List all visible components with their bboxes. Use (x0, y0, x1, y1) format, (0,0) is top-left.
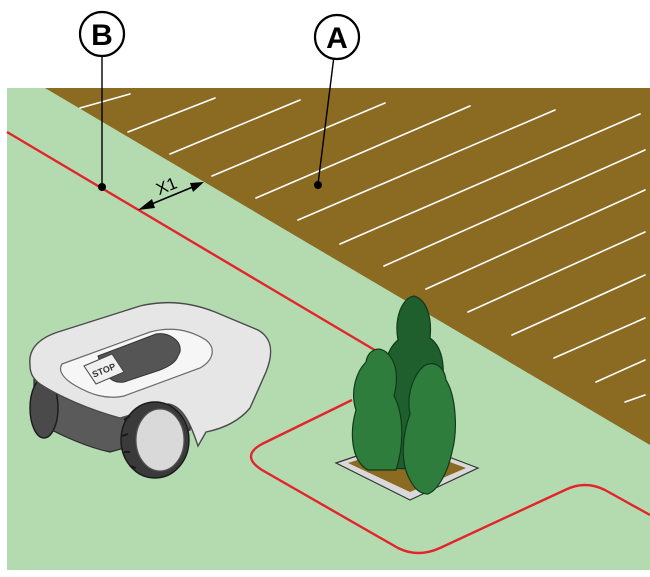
callout-b-label: B (91, 19, 113, 52)
bush (334, 295, 480, 501)
mower-front-wheel-hub (135, 408, 185, 472)
boundary-wire (6, 130, 650, 555)
callout-a-label: A (326, 22, 348, 55)
callout-a: A (313, 13, 361, 61)
mower-wheel-tread (121, 415, 137, 469)
leader-dot-a (314, 181, 322, 189)
bush-foliage-left (351, 348, 403, 471)
callout-b: B (78, 10, 126, 58)
bush-foliage-right (402, 363, 456, 495)
distance-arrow-x1 (138, 182, 204, 210)
soil-area (45, 88, 650, 445)
leader-lines (98, 55, 335, 191)
leader-dot-b (98, 183, 106, 191)
soil-furrows (79, 93, 646, 403)
robotic-mower: STOP (29, 301, 272, 479)
mower-stop-button (83, 353, 125, 385)
